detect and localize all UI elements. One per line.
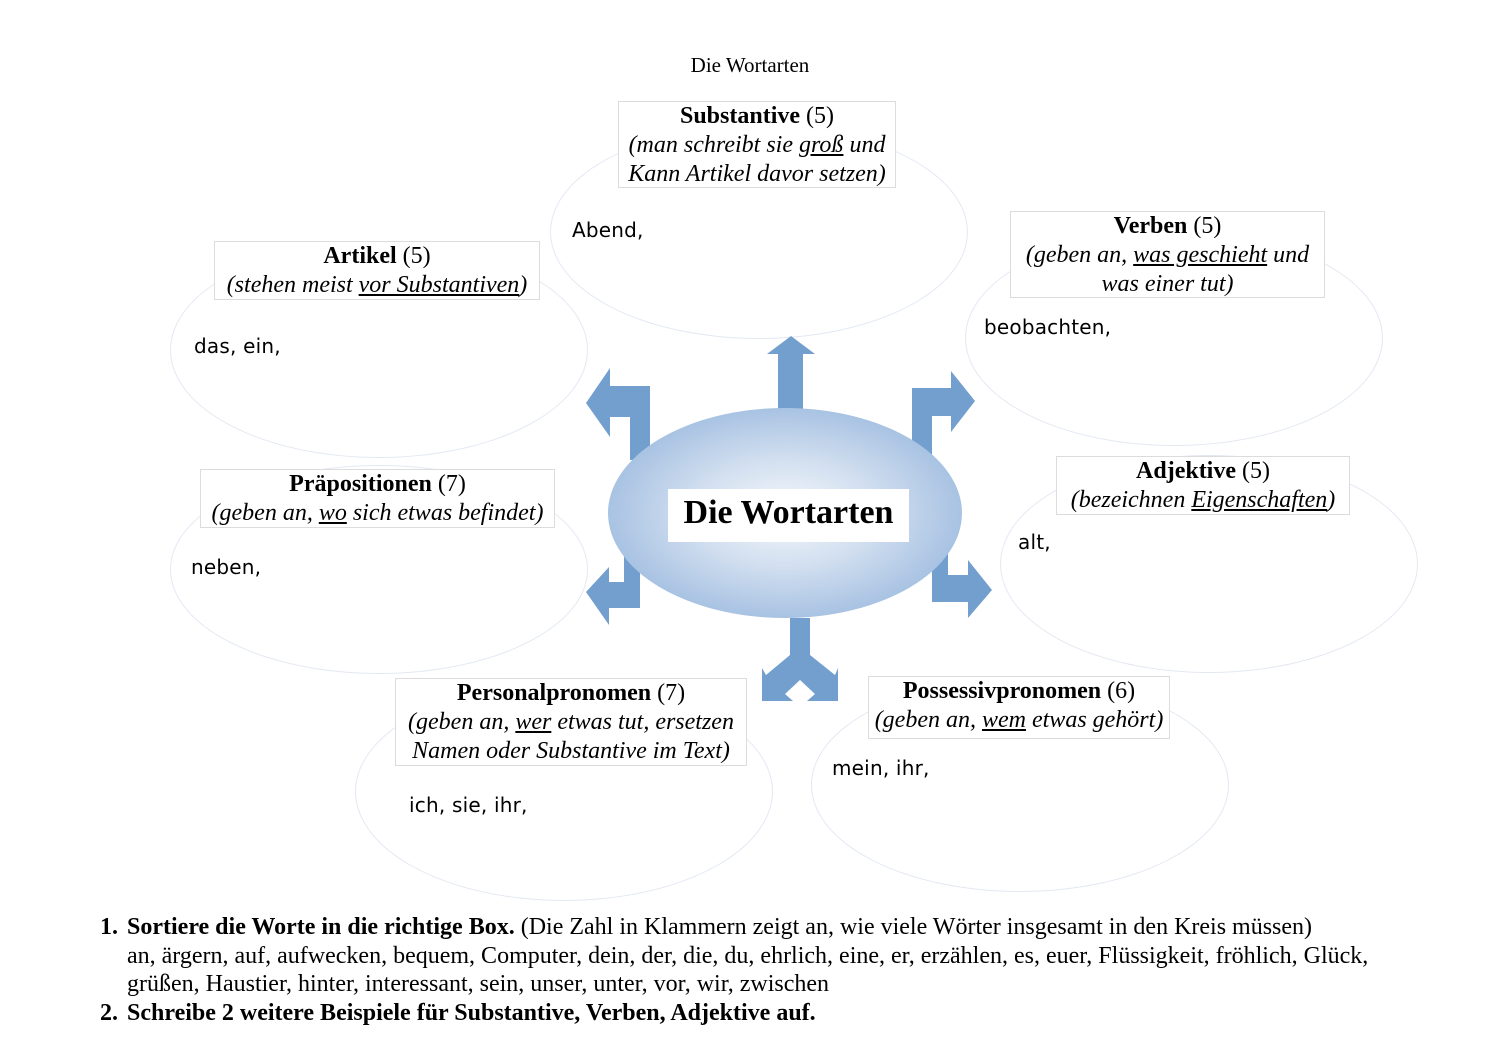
task-number: 1. — [100, 914, 118, 940]
category-count: (5) — [1193, 213, 1222, 239]
possessivpronomen-entries[interactable]: mein, ihr, — [832, 756, 930, 780]
possessivpronomen-label-box: Possessivpronomen (6) (geben an, wem etw… — [868, 676, 1170, 739]
substantive-label-box: Substantive (5) (man schreibt sie groß u… — [618, 101, 896, 188]
artikel-label-box: Artikel (5) (stehen meist vor Substantiv… — [214, 241, 540, 300]
verben-label-box: Verben (5) (geben an, was geschieht und … — [1010, 211, 1325, 298]
arrow-down-split-icon — [762, 618, 838, 701]
category-count: (5) — [806, 103, 835, 129]
word-list: an, ärgern, auf, aufwecken, bequem, Comp… — [127, 942, 1369, 998]
task-number: 2. — [100, 999, 118, 1026]
page-title: Die Wortarten — [690, 53, 810, 77]
arrow-lower-left-icon — [586, 548, 640, 625]
category-name: Verben — [1113, 213, 1188, 239]
task-item-1: 1. Sortiere die Worte in die richtige Box… — [100, 913, 1420, 999]
adjektive-label-box: Adjektive (5) (bezeichnen Eigenschaften) — [1056, 456, 1350, 515]
category-name: Personalpronomen — [456, 680, 652, 706]
arrow-upper-left-icon — [586, 368, 650, 460]
adjektive-entries[interactable]: alt, — [1018, 530, 1051, 554]
category-count: (5) — [1242, 458, 1270, 484]
category-count: (7) — [657, 680, 686, 706]
category-description: (bezeichnen Eigenschaften) — [1070, 487, 1336, 513]
category-description: (geben an, was geschieht und was einer t… — [1025, 242, 1310, 297]
category-name: Possessivpronomen — [902, 678, 1102, 704]
category-name: Substantive — [679, 103, 801, 129]
category-name: Artikel — [323, 243, 397, 269]
personalpronomen-label-box: Personalpronomen (7) (geben an, wer etwa… — [395, 678, 747, 766]
category-count: (6) — [1107, 678, 1136, 704]
substantive-entries[interactable]: Abend, — [572, 218, 644, 242]
category-name: Adjektive — [1136, 458, 1236, 484]
praepositionen-entries[interactable]: neben, — [191, 555, 262, 579]
category-name: Präpositionen — [289, 471, 432, 497]
category-description: (man schreibt sie groß und Kann Artikel … — [628, 132, 886, 187]
category-count: (7) — [437, 471, 466, 497]
artikel-entries[interactable]: das, ein, — [194, 334, 281, 358]
praepositionen-label-box: Präpositionen (7) (geben an, wo sich etw… — [200, 469, 555, 528]
task-note: (Die Zahl in Klammern zeigt an, wie viel… — [514, 914, 1313, 940]
task-list: 1. Sortiere die Worte in die richtige Box… — [100, 913, 1420, 1027]
task-instruction: Sortiere die Worte in die richtige Box. — [127, 914, 515, 940]
verben-entries[interactable]: beobachten, — [984, 315, 1112, 339]
category-description: (stehen meist vor Substantiven) — [226, 272, 528, 298]
personalpronomen-entries[interactable]: ich, sie, ihr, — [409, 793, 528, 817]
category-description: (geben an, wo sich etwas befindet) — [211, 500, 544, 526]
arrow-upper-right-icon — [912, 371, 975, 455]
category-description: (geben an, wem etwas gehört) — [874, 707, 1164, 733]
arrow-up-icon — [767, 336, 815, 410]
arrow-lower-right-icon — [932, 540, 992, 618]
category-description: (geben an, wer etwas tut, ersetzen Namen… — [408, 709, 734, 764]
task-item-2: 2. Schreibe 2 weitere Beispiele für Subst… — [100, 999, 1420, 1028]
task-instruction: Schreibe 2 weitere Beispiele für Substan… — [127, 999, 816, 1026]
center-label: Die Wortarten — [668, 489, 909, 542]
category-count: (5) — [402, 243, 431, 269]
